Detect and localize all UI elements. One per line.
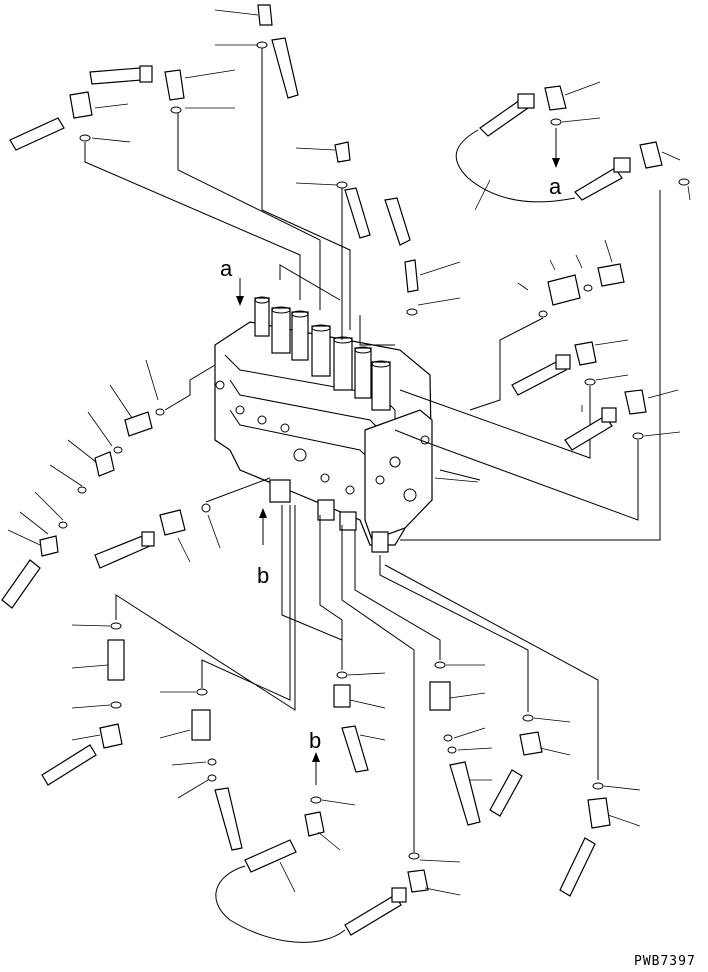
hose-assembly-top-right xyxy=(400,81,691,541)
center-markers xyxy=(236,278,479,545)
fittings-bottom-center-right xyxy=(281,505,641,897)
fittings-left xyxy=(1,359,271,609)
fittings-top-center xyxy=(279,141,461,340)
control-valve-block xyxy=(214,296,433,553)
label-b-bottom: b xyxy=(309,728,321,753)
label-b-center: b xyxy=(257,563,269,588)
fittings-bottom-left xyxy=(41,505,296,851)
fittings-right xyxy=(359,239,681,521)
fittings-top-left xyxy=(9,4,351,330)
label-a-right: a xyxy=(549,174,562,199)
hose-assembly-bottom-center xyxy=(215,525,461,943)
label-a-top: a xyxy=(220,256,233,281)
diagram-code: PWB7397 xyxy=(634,954,696,969)
